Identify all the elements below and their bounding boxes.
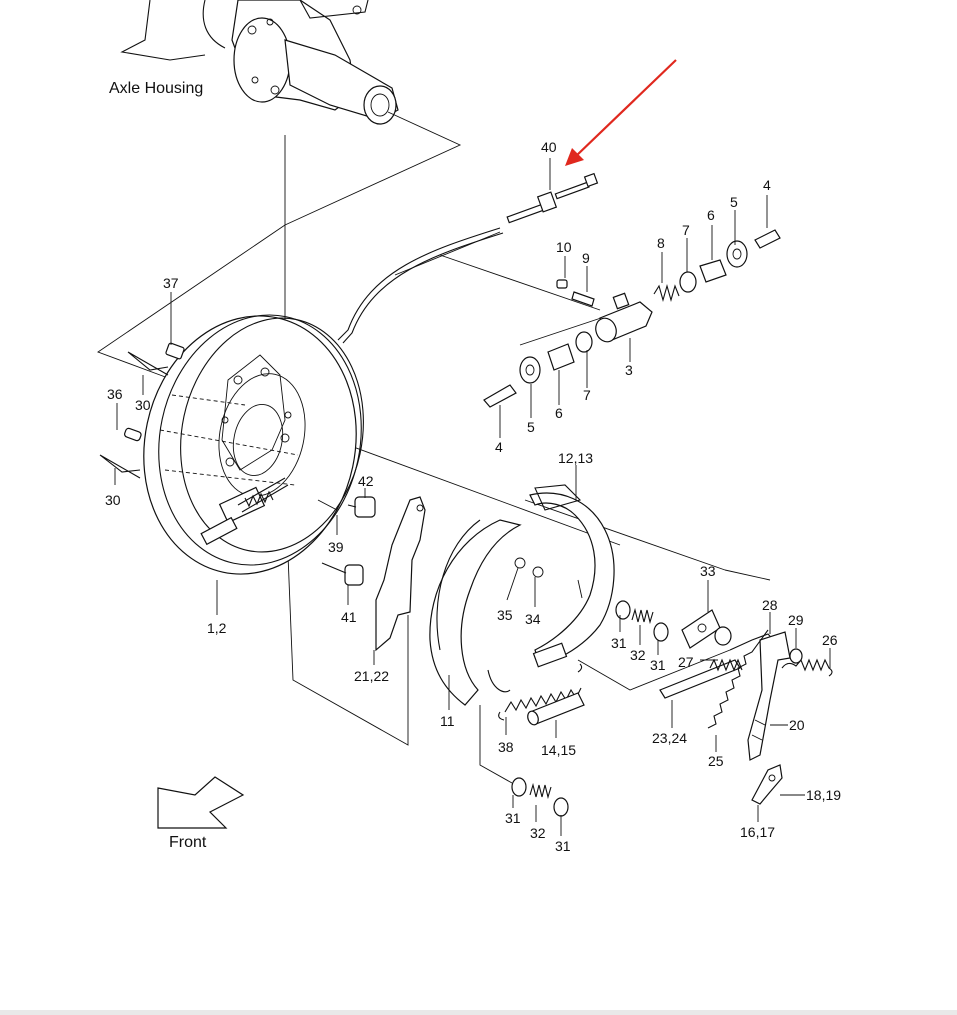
axle-housing <box>120 0 399 125</box>
callout-36: 36 <box>107 386 123 402</box>
callout-39: 39 <box>328 539 344 555</box>
callout-5-left: 5 <box>527 419 535 435</box>
callout-1-2: 1,2 <box>207 620 227 636</box>
callout-14-15: 14,15 <box>541 742 576 758</box>
callout-31-right-b: 31 <box>650 657 666 673</box>
callout-7: 7 <box>682 222 690 238</box>
callout-16-17: 16,17 <box>740 824 775 840</box>
callout-4: 4 <box>763 177 771 193</box>
brake-backing-plate <box>143 314 364 575</box>
callout-9: 9 <box>582 250 590 266</box>
bottom-divider <box>0 1010 957 1015</box>
front-label: Front <box>169 834 207 851</box>
callout-numbers: 40 4 5 6 7 8 9 10 3 4 5 6 7 37 36 30 30 … <box>105 139 841 854</box>
callout-6-left: 6 <box>555 405 563 421</box>
callout-23-24: 23,24 <box>652 730 687 746</box>
callout-30-lower: 30 <box>105 492 121 508</box>
brake-shoes <box>429 484 615 706</box>
callout-20: 20 <box>789 717 805 733</box>
callout-42: 42 <box>358 473 374 489</box>
callout-7-left: 7 <box>583 387 591 403</box>
callout-34: 34 <box>525 611 541 627</box>
wheel-cylinder-group <box>483 229 781 408</box>
front-direction-arrow <box>157 776 245 829</box>
callout-31-bottom-b: 31 <box>555 838 571 854</box>
callout-21-22: 21,22 <box>354 668 389 684</box>
callout-30: 30 <box>135 397 151 413</box>
adjuster-springs <box>498 600 669 817</box>
callout-10: 10 <box>556 239 572 255</box>
callout-41: 41 <box>341 609 357 625</box>
hardware-left <box>99 342 376 586</box>
callout-12-13: 12,13 <box>558 450 593 466</box>
callout-38: 38 <box>498 739 514 755</box>
callout-18-19: 18,19 <box>806 787 841 803</box>
parking-brake-cable <box>337 172 599 344</box>
highlight-arrow <box>565 59 677 166</box>
callout-11: 11 <box>440 713 455 729</box>
callout-40: 40 <box>541 139 557 155</box>
callout-4-left: 4 <box>495 439 503 455</box>
leader-lines <box>114 158 831 836</box>
callout-29: 29 <box>788 612 804 628</box>
callout-28: 28 <box>762 597 778 613</box>
callout-32-right: 32 <box>630 647 646 663</box>
callout-8: 8 <box>657 235 665 251</box>
callout-31-bottom: 31 <box>505 810 521 826</box>
parking-strut-assembly <box>659 609 833 805</box>
callout-6: 6 <box>707 207 715 223</box>
callout-27: 27 <box>678 654 694 670</box>
callout-25: 25 <box>708 753 724 769</box>
parking-lever <box>375 496 426 652</box>
callout-31-right: 31 <box>611 635 627 651</box>
callout-3: 3 <box>625 362 633 378</box>
callout-5: 5 <box>730 194 738 210</box>
axle-housing-label: Axle Housing <box>109 80 203 97</box>
callout-35: 35 <box>497 607 513 623</box>
callout-37: 37 <box>163 275 179 291</box>
callout-32-bottom: 32 <box>530 825 546 841</box>
callout-26: 26 <box>822 632 838 648</box>
callout-33: 33 <box>700 563 716 579</box>
